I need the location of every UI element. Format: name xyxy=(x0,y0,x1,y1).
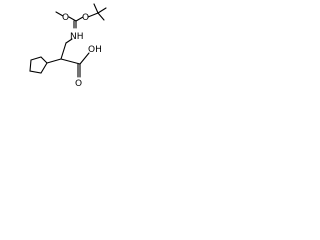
atom-label-oh: OH xyxy=(88,45,102,55)
atom-label-o-upper-left: O xyxy=(62,13,69,23)
molecule-diagram: O O NH OH O xyxy=(29,3,107,89)
backbone xyxy=(60,38,81,65)
carboxylic-acid-group xyxy=(77,52,90,78)
carbamate-group xyxy=(55,11,84,29)
atom-label-o-acid: O xyxy=(75,79,82,89)
tert-butyl-group xyxy=(87,3,107,21)
cyclopentyl-ring xyxy=(29,56,62,74)
atom-label-nh: NH xyxy=(70,32,84,42)
atom-label-o-upper-right: O xyxy=(82,13,89,23)
